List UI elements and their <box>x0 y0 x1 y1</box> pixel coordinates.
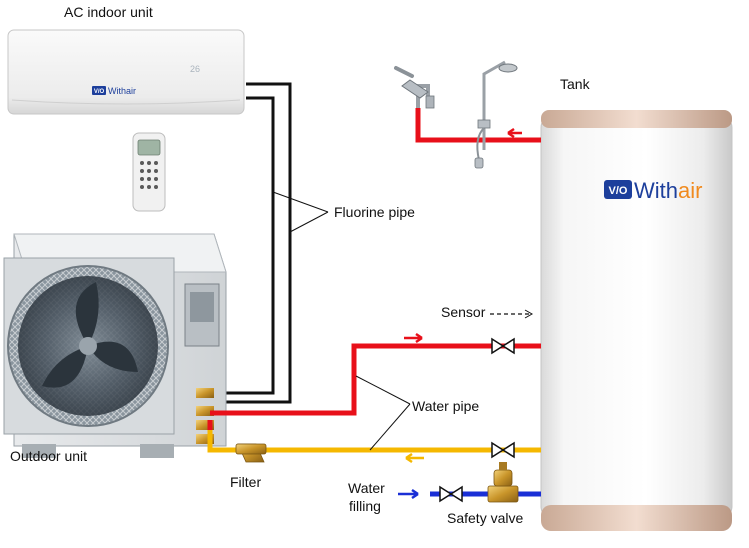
hot-water-outlet-pipe <box>415 108 541 143</box>
fluorine-pipes <box>213 82 292 404</box>
svg-text:V/O: V/O <box>609 185 628 197</box>
water-filling-label-line2: filling <box>349 498 381 514</box>
safety-valve-label: Safety valve <box>447 510 524 526</box>
fluorine-pipe-label: Fluorine pipe <box>334 204 415 220</box>
svg-text:Withair: Withair <box>634 178 702 203</box>
water-tank: V/O Withair <box>540 110 733 531</box>
water-filling-label-line1: Water <box>348 480 385 496</box>
tank-brand-logo: V/O Withair <box>604 178 702 203</box>
filter-icon <box>235 443 267 463</box>
hot-water-supply-pipe <box>207 343 541 430</box>
svg-text:V/O: V/O <box>94 89 105 95</box>
sensor-line <box>490 309 534 319</box>
water-pipe-label: Water pipe <box>412 398 480 414</box>
shower-icon <box>474 60 518 169</box>
filter-label: Filter <box>230 474 262 490</box>
ac-indoor-unit-label: AC indoor unit <box>64 4 153 20</box>
tank-label: Tank <box>560 76 590 92</box>
safety-valve-icon <box>487 462 519 503</box>
svg-text:26: 26 <box>190 64 200 74</box>
svg-text:Withair: Withair <box>108 86 136 96</box>
water-pipe-callout <box>355 375 411 451</box>
return-pipe-valve-icon <box>491 441 515 459</box>
hot-pipe-arrow <box>404 332 423 344</box>
water-return-pipe <box>207 430 541 453</box>
return-pipe-arrow <box>405 452 424 464</box>
filling-valve-icon <box>439 485 463 503</box>
remote-control-icon <box>132 132 166 212</box>
outdoor-unit-connectors <box>196 388 214 444</box>
faucet-icon <box>394 66 435 109</box>
fluorine-pipe-callout <box>272 191 329 233</box>
outdoor-unit-label: Outdoor unit <box>10 448 88 464</box>
water-filling-pipe <box>398 488 541 500</box>
hot-pipe-valve-icon <box>491 337 515 355</box>
ac-indoor-unit: 26 V/O Withair <box>7 29 245 115</box>
sensor-label: Sensor <box>441 304 486 320</box>
outdoor-unit <box>3 233 227 458</box>
